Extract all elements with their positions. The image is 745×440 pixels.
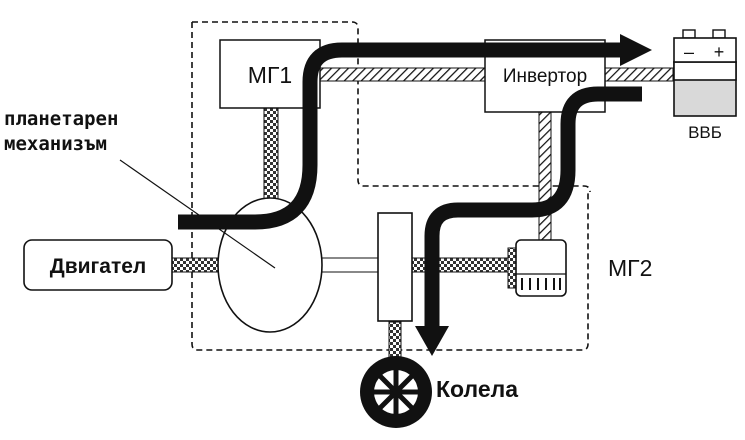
- mg1-label: МГ1: [248, 62, 292, 88]
- engine-box: [23, 239, 173, 291]
- planetary-label-line1: планетарен: [4, 108, 118, 130]
- mg2-label: МГ2: [608, 255, 652, 281]
- battery-plus-sign: +: [714, 42, 725, 62]
- inverter-battery-electric-link: [604, 67, 674, 82]
- mg1-inverter-electric-link: [319, 67, 486, 82]
- wheel-label: Колела: [436, 376, 518, 402]
- mg1-planetary-shaft: [263, 107, 279, 209]
- planetary-label-line2: механизъм: [4, 133, 107, 155]
- power-flow-to-wheels-arrowhead: [415, 326, 449, 356]
- dashed-enclosure-upper: [192, 21, 591, 193]
- battery-icon: [673, 29, 737, 117]
- power-flow-to-wheels-arrow: [424, 86, 642, 330]
- engine-label: Двигател: [50, 255, 147, 278]
- engine-planetary-shaft: [171, 257, 219, 273]
- power-flow-to-battery-arrowhead: [620, 34, 652, 66]
- battery-minus-sign: –: [684, 42, 694, 62]
- planetary-output-shaft: [321, 257, 379, 273]
- wheel-drive-shaft: [388, 321, 402, 361]
- inverter-label: Инвертор: [503, 66, 587, 87]
- planetary-leader-line: [119, 159, 276, 269]
- wheel-icon: [360, 356, 432, 428]
- battery-label: ВВБ: [688, 123, 722, 142]
- power-flow-to-battery-arrow: [178, 42, 625, 230]
- reduction-gear-box: [377, 212, 413, 322]
- mg2-motor-icon: [507, 239, 567, 297]
- inverter-mg2-electric-link: [538, 111, 552, 245]
